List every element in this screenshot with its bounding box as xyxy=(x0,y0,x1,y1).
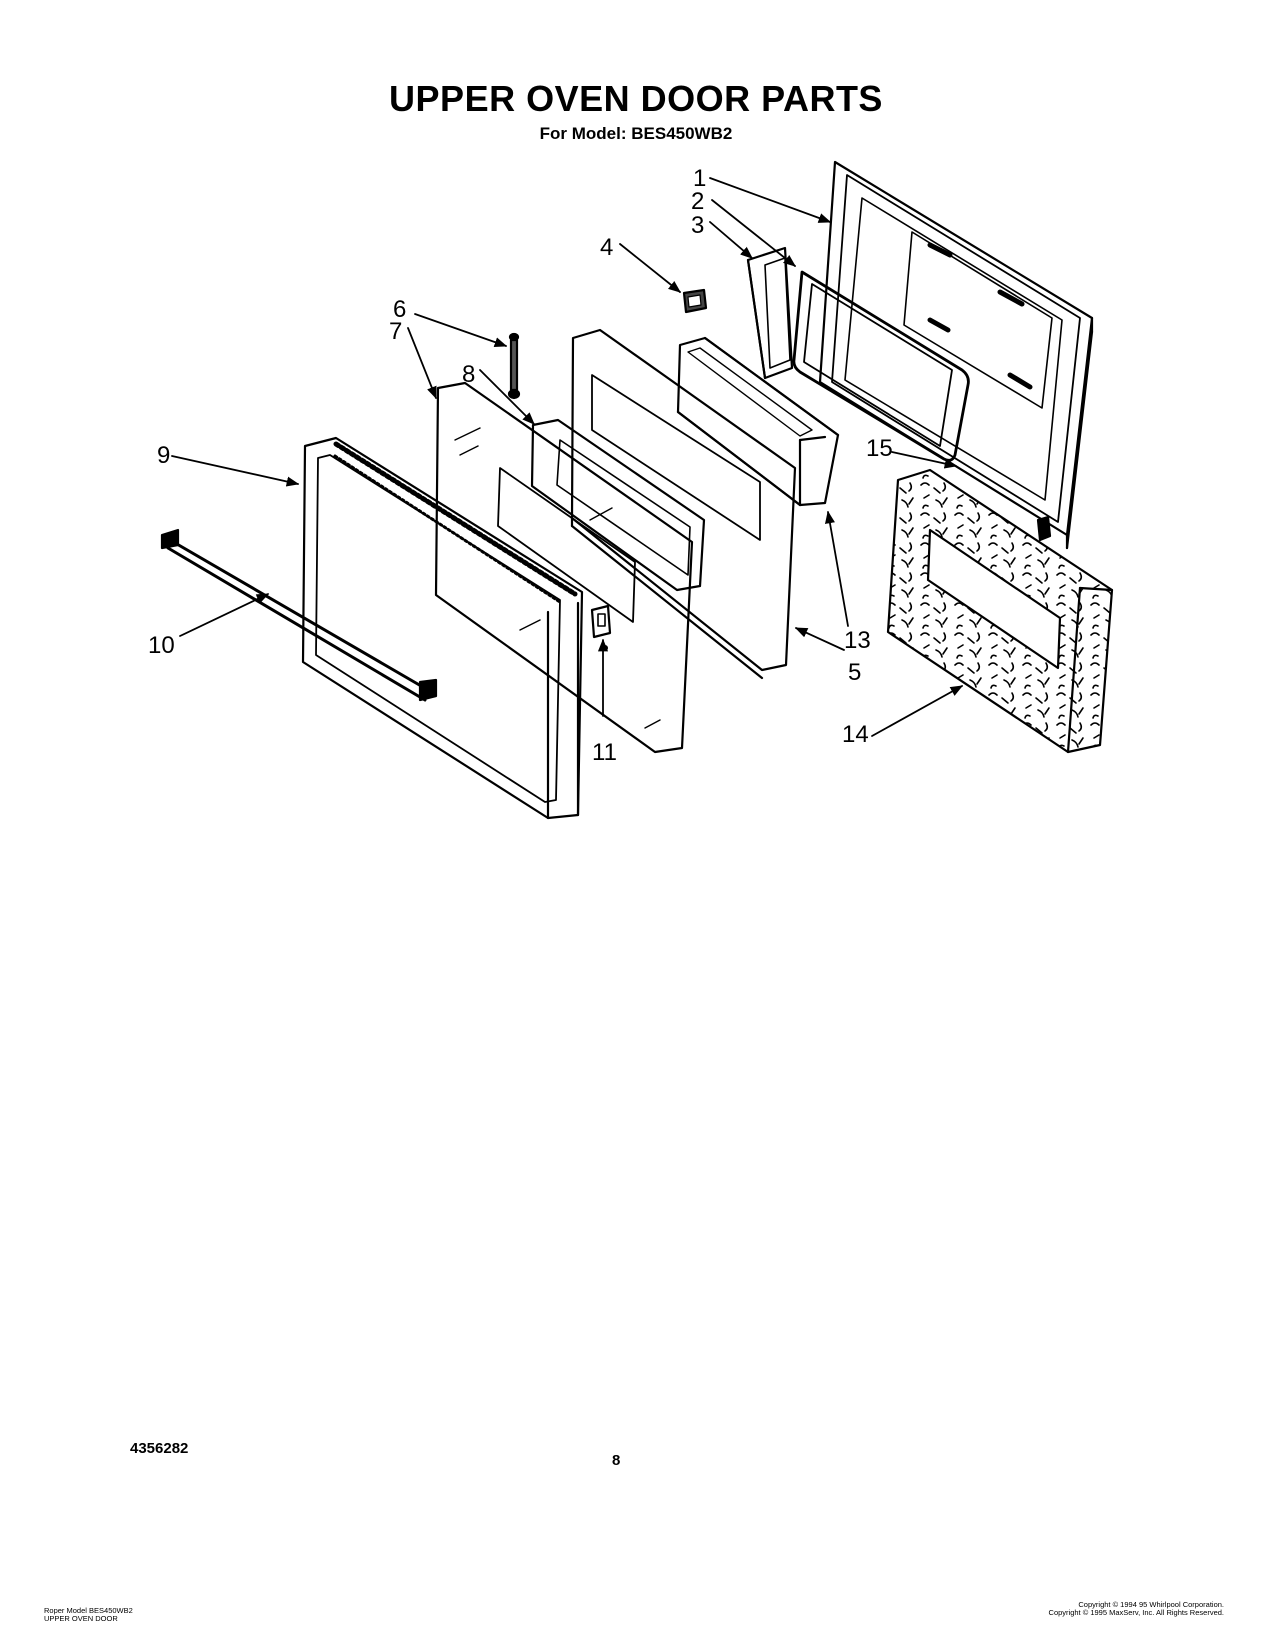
part-14-door-insulation xyxy=(886,468,1114,754)
callout-9: 9 xyxy=(157,442,170,469)
callout-14: 14 xyxy=(842,721,869,748)
callout-5: 5 xyxy=(848,659,861,686)
part-7-inner-glass xyxy=(434,381,694,754)
callout-3: 3 xyxy=(691,212,704,239)
part-13-insulation-box xyxy=(676,336,840,507)
document-number: 4356282 xyxy=(130,1440,189,1457)
leader-lines xyxy=(171,177,964,737)
callout-7: 7 xyxy=(389,318,402,345)
copyright-line-1: Copyright © 1994 95 Whirlpool Corporatio… xyxy=(1078,1600,1224,1609)
footer-model-info: Roper Model BES450WB2 UPPER OVEN DOOR xyxy=(44,1607,133,1623)
part-15-latch xyxy=(1036,515,1052,542)
callout-labels: 1 2 3 4 6 7 8 9 15 10 13 5 11 14 xyxy=(148,165,893,766)
callout-1: 1 xyxy=(693,165,706,192)
callout-8: 8 xyxy=(462,361,475,388)
callout-4: 4 xyxy=(600,234,613,261)
callout-13: 13 xyxy=(844,627,871,654)
part-4-clip xyxy=(682,288,708,314)
callout-11: 11 xyxy=(592,739,617,766)
callout-10: 10 xyxy=(148,632,175,659)
footer-section-line: UPPER OVEN DOOR xyxy=(44,1614,118,1623)
part-1-door-liner xyxy=(818,160,1094,550)
footer-model-line: Roper Model BES450WB2 xyxy=(44,1606,133,1615)
part-10-door-handle xyxy=(160,528,438,702)
part-9-outer-door-frame xyxy=(301,436,584,820)
page-number: 8 xyxy=(612,1452,621,1469)
footer-copyright: Copyright © 1994 95 Whirlpool Corporatio… xyxy=(1049,1601,1224,1617)
part-3-support-bracket xyxy=(746,246,794,380)
page-title: UPPER OVEN DOOR PARTS xyxy=(389,78,883,119)
copyright-line-2: Copyright © 1995 MaxServ, Inc. All Right… xyxy=(1048,1608,1224,1617)
callout-2: 2 xyxy=(691,188,704,215)
callout-6: 6 xyxy=(393,296,406,323)
model-subtitle: For Model: BES450WB2 xyxy=(539,124,733,143)
callout-15: 15 xyxy=(866,435,893,462)
part-8-window-frame xyxy=(530,418,706,592)
part-6-hinge-pin xyxy=(507,332,521,400)
part-11-bracket xyxy=(590,604,612,651)
